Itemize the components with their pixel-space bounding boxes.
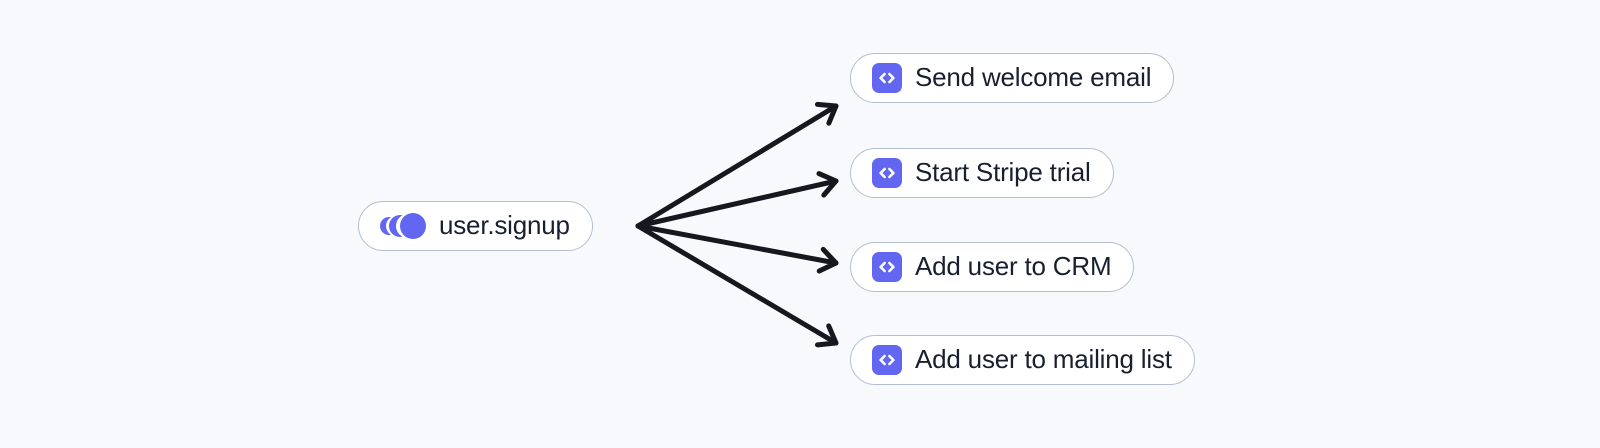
function-node-label: Send welcome email	[915, 62, 1152, 92]
code-icon	[872, 158, 902, 188]
function-node-send-welcome-email[interactable]: Send welcome email	[850, 53, 1175, 103]
function-node-label: Add user to CRM	[915, 251, 1112, 281]
edge-arrow-signup-to-crm	[635, 223, 839, 274]
function-node-add-user-to-mailing-list[interactable]: Add user to mailing list	[850, 335, 1195, 385]
code-icon	[872, 252, 902, 282]
event-node-user-signup[interactable]: user.signup	[358, 201, 593, 251]
function-node-label: Add user to mailing list	[915, 344, 1172, 374]
code-icon	[872, 63, 902, 93]
event-node-label: user.signup	[439, 210, 570, 240]
edge-arrow-signup-to-mailing-list	[635, 223, 839, 348]
edge-arrow-signup-to-welcome-email	[635, 101, 839, 229]
event-pulse-icon	[380, 213, 426, 239]
code-icon	[872, 345, 902, 375]
function-node-add-user-to-crm[interactable]: Add user to CRM	[850, 242, 1135, 292]
function-node-label: Start Stripe trial	[915, 157, 1091, 187]
function-node-start-stripe-trial[interactable]: Start Stripe trial	[850, 148, 1114, 198]
edge-arrow-signup-to-stripe-trial	[635, 171, 839, 229]
